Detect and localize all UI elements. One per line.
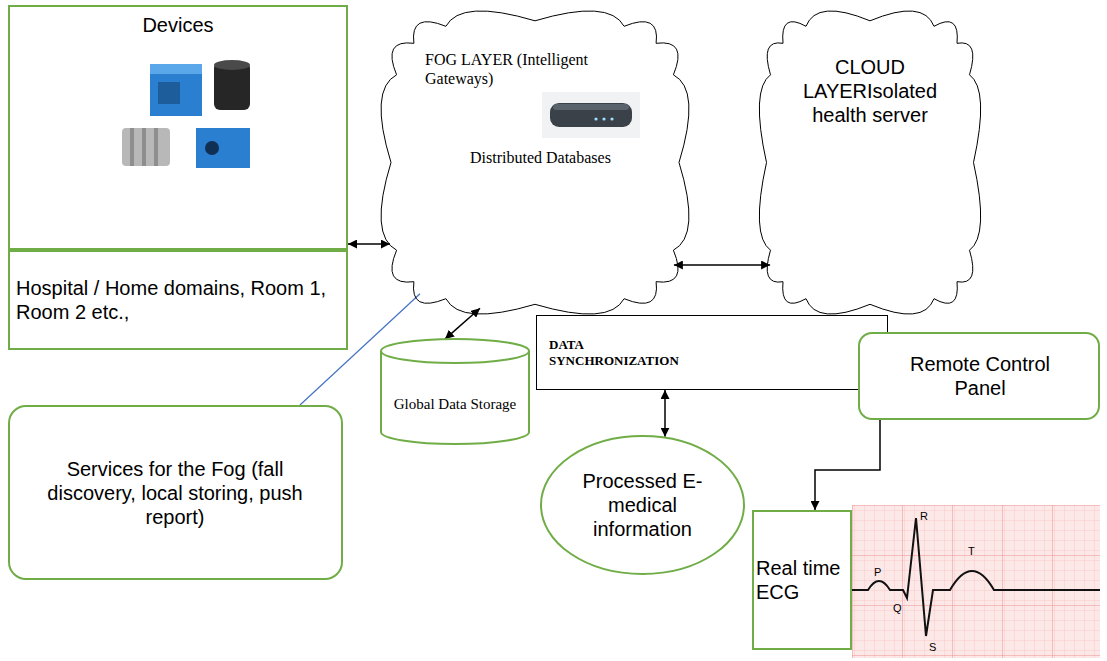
fog-cloud: FOG LAYER (Intelligent Gateways) Distribu… bbox=[375, 5, 695, 320]
gateway-led bbox=[594, 117, 597, 120]
arrow-connector bbox=[674, 264, 770, 266]
storage-cylinder: Global Data Storage bbox=[380, 338, 530, 445]
gateway-led bbox=[610, 117, 613, 120]
ellipse-outline bbox=[541, 436, 744, 574]
fog-services-box: Services for the Fog (fall discovery, lo… bbox=[8, 405, 343, 580]
node-label: Services for the Fog (fall discovery, lo… bbox=[25, 457, 325, 529]
node-label: Distributed Databases bbox=[470, 148, 670, 167]
arrow-connector bbox=[348, 243, 390, 245]
arrow-connector bbox=[815, 420, 880, 510]
sensor-box bbox=[196, 128, 250, 168]
cylinder-outline bbox=[380, 338, 530, 445]
node-label: Devices bbox=[10, 13, 346, 37]
wave-label-anchor: T bbox=[968, 541, 975, 559]
wave-label-anchor: S bbox=[929, 637, 936, 655]
sensor-cap bbox=[214, 60, 250, 70]
wave-label: T bbox=[968, 545, 975, 557]
arrow-connector bbox=[664, 390, 666, 437]
wave-label-anchor: P bbox=[874, 562, 881, 580]
wave-label-anchor: Q bbox=[893, 598, 902, 616]
ecg-grid bbox=[852, 505, 1100, 658]
sensor-top bbox=[150, 64, 202, 74]
sync-box: DATA SYNCHRONIZATION bbox=[536, 315, 888, 390]
sensor-body bbox=[150, 64, 202, 116]
ecg-wave bbox=[852, 518, 1100, 636]
device-box: Devices bbox=[8, 5, 348, 250]
node-label: Remote Control Panel bbox=[895, 352, 1065, 400]
wave-label-anchor: R bbox=[920, 506, 928, 524]
cloud-outline bbox=[759, 11, 980, 314]
sensor-ring bbox=[154, 128, 158, 166]
sensor-lens bbox=[205, 141, 219, 155]
sensor-face bbox=[158, 82, 180, 104]
arrow-connector bbox=[445, 308, 480, 339]
sensor-metal bbox=[122, 128, 170, 166]
wave-label: S bbox=[929, 641, 936, 653]
node-label: Real time ECG bbox=[756, 556, 848, 604]
cloud-outline bbox=[381, 11, 689, 314]
node-label: Hospital / Home domains, Room 1, Room 2 … bbox=[16, 276, 340, 324]
node-label: FOG LAYER (Intelligent Gateways) bbox=[425, 50, 660, 88]
domain-box: Hospital / Home domains, Room 1, Room 2 … bbox=[8, 250, 348, 350]
processed-data-ellipse: Processed E-medical information bbox=[540, 435, 745, 575]
cylinder-body bbox=[381, 351, 529, 444]
node-label: Global Data Storage bbox=[384, 395, 526, 413]
cloud-layer: CLOUD LAYERIsolated health server bbox=[755, 5, 985, 320]
node-label: CLOUD LAYERIsolated health server bbox=[785, 55, 955, 127]
wave-label: P bbox=[874, 566, 881, 578]
wave-label: R bbox=[920, 510, 928, 522]
cylinder-top bbox=[381, 339, 529, 363]
photo-ground bbox=[542, 92, 640, 138]
gateway-led bbox=[602, 117, 605, 120]
sensor-ring bbox=[142, 128, 146, 166]
gateway-body bbox=[550, 103, 632, 127]
node-label: Processed E-medical information bbox=[567, 469, 718, 541]
ecg-paper bbox=[852, 505, 1100, 658]
ecg-box: Real time ECG bbox=[752, 510, 852, 650]
control-panel-box: Remote Control Panel bbox=[858, 332, 1100, 420]
sensor-photo bbox=[122, 60, 250, 168]
node-label: DATA SYNCHRONIZATION bbox=[549, 337, 699, 368]
sensor-ring bbox=[130, 128, 134, 166]
gateway-top bbox=[553, 104, 629, 110]
wave-label: Q bbox=[893, 602, 902, 614]
ecg-chart bbox=[852, 505, 1100, 658]
gateway-photo bbox=[542, 92, 640, 138]
cloud-outline bbox=[755, 5, 985, 320]
